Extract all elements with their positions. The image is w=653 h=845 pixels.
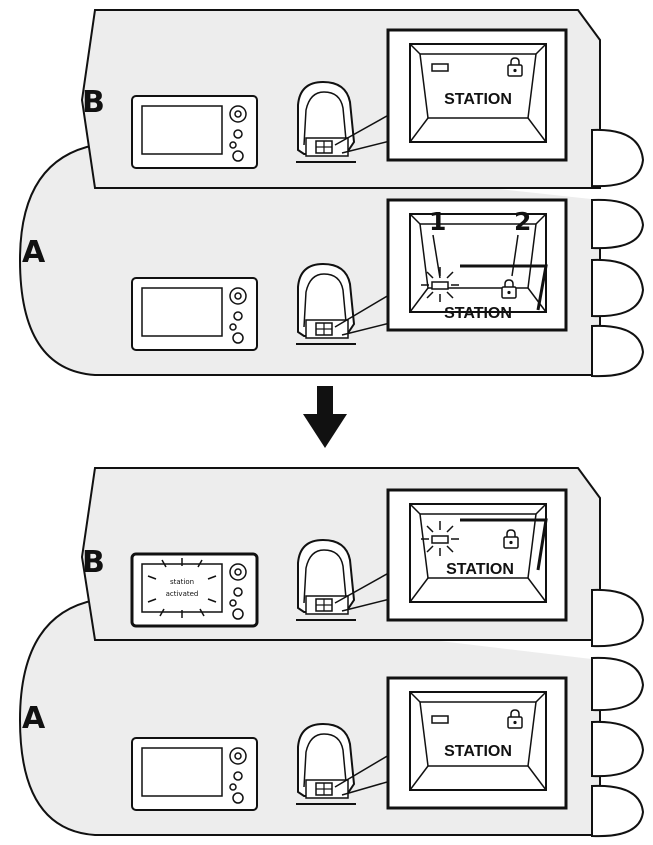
station-button-label: STATION <box>446 561 514 578</box>
callout-2: 2 <box>514 207 531 236</box>
display-message-line1: station <box>170 578 194 586</box>
display-message-line2: activated <box>166 590 199 598</box>
throttle-handles-after <box>591 588 645 838</box>
station-button-label: STATION <box>444 305 512 322</box>
display-helm-b <box>131 95 258 169</box>
station-led-helm-b-lit <box>431 535 449 544</box>
station-button-label: STATION <box>444 91 512 108</box>
station-led-helm-a <box>431 281 449 290</box>
control-lever-helm-b <box>295 81 357 163</box>
bottom-helm-panel: station activated STATIO <box>18 467 645 838</box>
helm-b-label-after: B <box>82 545 105 580</box>
transition-arrow <box>303 386 347 448</box>
control-lever-helm-a <box>295 263 357 345</box>
station-button-helm-b-after: STATION <box>386 488 568 622</box>
callout-1: 1 <box>429 207 446 236</box>
display-helm-a <box>131 277 258 351</box>
station-button-helm-b: STATION <box>386 28 568 162</box>
helm-a-label-after: A <box>22 701 46 736</box>
control-lever-helm-a-after <box>295 723 357 805</box>
station-led-helm-b <box>431 63 449 72</box>
display-helm-a-after <box>131 737 258 811</box>
control-lever-helm-b-after <box>295 539 357 621</box>
throttle-handles <box>591 128 645 378</box>
station-button-label: STATION <box>444 743 512 760</box>
station-button-helm-a: STATION 1 2 <box>386 198 568 332</box>
top-helm-panel: STATION STATION 1 2 B A <box>18 9 645 378</box>
display-helm-b-activated: station activated <box>130 552 259 628</box>
display-flash-icon <box>147 558 217 618</box>
station-led-helm-a-off <box>431 715 449 724</box>
helm-a-label: A <box>22 235 46 270</box>
station-button-helm-a-after: STATION <box>386 676 568 810</box>
helm-b-label: B <box>82 85 105 120</box>
